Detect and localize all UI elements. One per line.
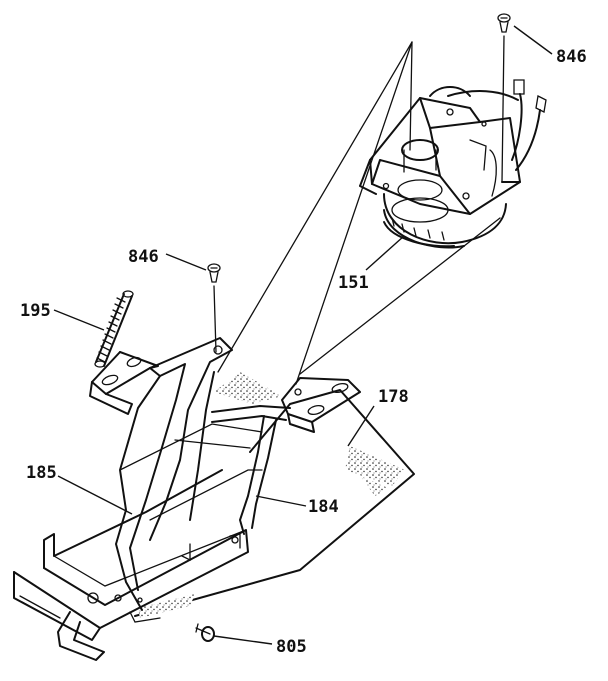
callout-151: 151 xyxy=(338,273,369,293)
leader-lines xyxy=(53,25,553,645)
motor-151 xyxy=(359,79,547,249)
callout-846-mid: 846 xyxy=(128,247,159,267)
alignment-lines xyxy=(213,35,505,385)
callout-805: 805 xyxy=(276,637,307,657)
callout-178: 178 xyxy=(378,387,409,407)
screw-846-top xyxy=(497,13,511,33)
spring-195 xyxy=(94,290,134,368)
wire-bracket-184 xyxy=(89,337,361,611)
base-plate-178 xyxy=(129,389,415,623)
callout-195: 195 xyxy=(20,301,51,321)
screw-805 xyxy=(195,623,215,642)
callout-184: 184 xyxy=(308,497,339,517)
callout-185: 185 xyxy=(26,463,57,483)
screw-846-mid xyxy=(207,263,221,283)
callout-846-top: 846 xyxy=(556,47,587,67)
channel-tray-185 xyxy=(13,423,263,661)
